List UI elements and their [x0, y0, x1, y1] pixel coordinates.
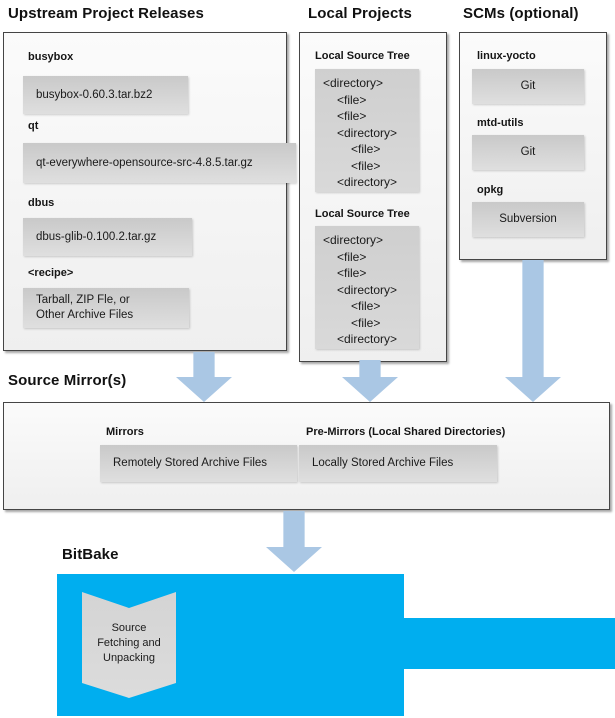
scm-type-git-1: Git: [472, 69, 584, 104]
tree-line: <directory>: [323, 76, 384, 90]
upstream-archive-qt: qt-everywhere-opensource-src-4.8.5.tar.g…: [23, 143, 296, 183]
local-source-tree-label-1: Local Source Tree: [315, 50, 410, 62]
upstream-item-label-dbus: dbus: [28, 197, 55, 209]
scm-type-subversion: Subversion: [472, 202, 584, 237]
tree-line: <file>: [337, 92, 367, 107]
local-source-tree-1: <directory> <file> <file> <directory> <f…: [315, 69, 419, 192]
local-source-tree-label-2: Local Source Tree: [315, 208, 410, 220]
mirrors-archive-box: Remotely Stored Archive Files: [100, 445, 297, 482]
tree-line: <directory>: [337, 125, 398, 140]
arrow-down-icon-scms-to-mirrors: [505, 260, 561, 402]
tree-line: <file>: [337, 249, 367, 264]
upstream-title: Upstream Project Releases: [8, 5, 204, 22]
tree-line: <file>: [351, 299, 381, 313]
scm-item-label-linux-yocto: linux-yocto: [477, 50, 536, 62]
scm-item-label-mtd-utils: mtd-utils: [477, 117, 524, 129]
upstream-item-label-qt: qt: [28, 120, 39, 132]
bitbake-title: BitBake: [62, 546, 119, 563]
pre-mirrors-label: Pre-Mirrors (Local Shared Directories): [306, 426, 506, 438]
local-source-tree-2: <directory> <file> <file> <directory> <f…: [315, 226, 419, 349]
source-mirrors-title: Source Mirror(s): [8, 372, 127, 389]
tree-line: <directory>: [337, 332, 398, 346]
scm-item-label-opkg: opkg: [477, 184, 504, 196]
source-mirrors-panel: Mirrors Remotely Stored Archive Files Pr…: [3, 402, 610, 510]
source-fetching-step: Source Fetching and Unpacking: [82, 592, 176, 698]
scms-title: SCMs (optional): [463, 5, 579, 22]
local-projects-title: Local Projects: [308, 5, 412, 22]
upstream-panel: busybox busybox-0.60.3.tar.bz2 qt qt-eve…: [3, 32, 296, 351]
tree-line: <file>: [337, 266, 367, 280]
upstream-item-label-recipe: <recipe>: [28, 267, 74, 279]
upstream-archive-busybox: busybox-0.60.3.tar.bz2: [23, 76, 188, 114]
tree-line: <directory>: [323, 233, 384, 247]
pre-mirrors-archive-box: Locally Stored Archive Files: [299, 445, 497, 482]
upstream-item-label-busybox: busybox: [28, 51, 74, 63]
mirrors-label: Mirrors: [106, 426, 144, 438]
upstream-archive-recipe: Tarball, ZIP Fle, or Other Archive Files: [23, 288, 189, 328]
arrow-down-icon-upstream-to-mirrors: [176, 352, 232, 402]
scms-panel: linux-yocto Git mtd-utils Git opkg Subve…: [459, 32, 607, 260]
arrow-down-icon-mirrors-to-bitbake: [266, 511, 322, 572]
tree-line: <directory>: [337, 282, 398, 297]
tree-line: <file>: [337, 109, 367, 123]
local-projects-panel: Local Source Tree <directory> <file> <fi…: [299, 32, 447, 362]
tree-line: <file>: [351, 142, 381, 156]
tree-line: <file>: [351, 315, 381, 330]
scm-type-git-2: Git: [472, 135, 584, 170]
bitbake-block-output-tab: [404, 618, 615, 669]
tree-line: <directory>: [337, 175, 398, 189]
tree-line: <file>: [351, 158, 381, 173]
arrow-down-icon-local-to-mirrors: [342, 360, 398, 402]
upstream-archive-dbus: dbus-glib-0.100.2.tar.gz: [23, 218, 192, 256]
